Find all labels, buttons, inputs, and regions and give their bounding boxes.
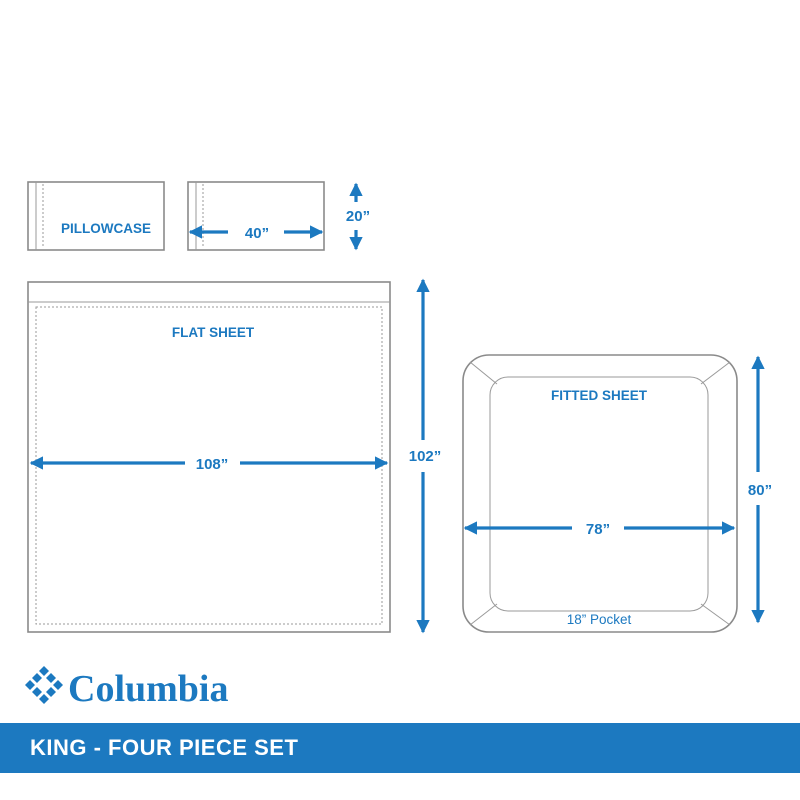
flat-sheet-height-label: 102” (409, 448, 442, 465)
set-title: KING - FOUR PIECE SET (30, 735, 299, 760)
pillowcase-left-outline (27, 181, 165, 251)
columbia-diamond-logo-icon (25, 666, 63, 704)
flat-sheet-outline (27, 281, 391, 633)
set-title-banner: KING - FOUR PIECE SET (0, 723, 800, 773)
flat-sheet-width-label: 108” (196, 456, 229, 473)
fitted-sheet-corner-br (700, 603, 731, 626)
pillowcase-height-label: 20” (346, 208, 370, 225)
fitted-sheet-corner-tl (469, 361, 498, 385)
pillowcase-right-outline (187, 181, 325, 251)
flat-sheet-height-dimension: 102” (409, 278, 442, 634)
pillowcase-label: PILLOWCASE (61, 221, 151, 236)
fitted-sheet-height-dimension: 80” (748, 355, 772, 624)
pillowcase-left: PILLOWCASE (27, 181, 165, 251)
pillowcase-height-dimension: 20” (346, 182, 370, 251)
fitted-sheet-height-label: 80” (748, 482, 772, 499)
fitted-sheet-corner-bl (469, 603, 498, 626)
flat-sheet: FLAT SHEET 108” (27, 281, 391, 633)
fitted-sheet-width-label: 78” (586, 521, 610, 538)
fitted-sheet-corner-tr (700, 361, 731, 385)
brand-name: Columbia (68, 668, 228, 710)
pillowcase-right: 40” (187, 181, 325, 251)
flat-sheet-label: FLAT SHEET (172, 325, 255, 340)
fitted-sheet-label: FITTED SHEET (551, 388, 648, 403)
pillowcase-width-label: 40” (245, 225, 269, 242)
fitted-sheet: FITTED SHEET 78” 18” Pocket (462, 354, 738, 633)
fitted-sheet-top-surface (489, 376, 709, 612)
fitted-sheet-pocket-label: 18” Pocket (567, 612, 632, 627)
